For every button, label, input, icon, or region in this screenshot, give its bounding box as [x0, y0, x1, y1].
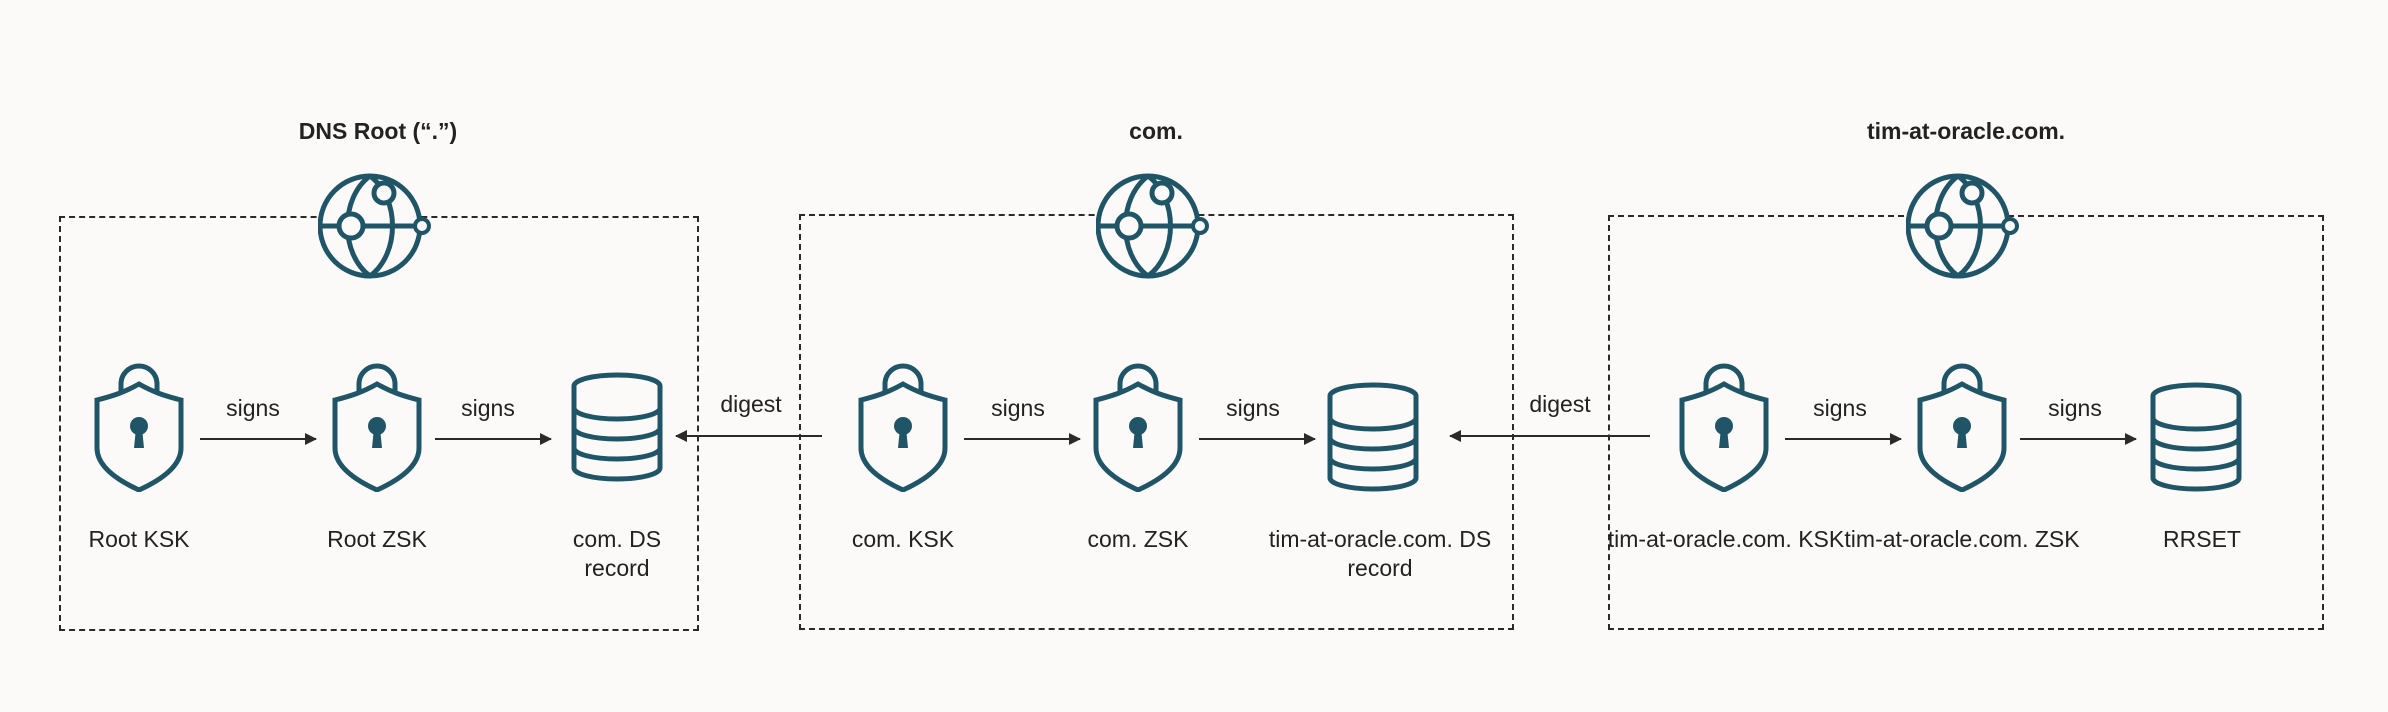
node-label-com-ds-record: com. DS record [572, 526, 662, 581]
globe-network-icon [318, 173, 431, 279]
node-label-rrset: RRSET [2163, 526, 2241, 552]
lock-icon [1093, 363, 1183, 492]
zone-title-tim: tim-at-oracle.com. [1866, 118, 2066, 144]
edge-label-digest: digest [720, 391, 782, 417]
edge-label-signs: signs [2048, 395, 2102, 421]
edge-label-signs: signs [461, 395, 515, 421]
zone-title-root: DNS Root (“.”) [298, 118, 458, 144]
database-icon [571, 372, 663, 482]
edge-label-signs: signs [991, 395, 1045, 421]
lock-icon [332, 363, 422, 492]
node-label-tim-zsk: tim-at-oracle.com. ZSK [1844, 526, 2080, 552]
globe-network-icon [1096, 173, 1209, 279]
node-label-tim-ksk: tim-at-oracle.com. KSK [1607, 526, 1845, 552]
node-label-root-zsk: Root ZSK [327, 526, 427, 552]
lock-icon [1679, 363, 1769, 492]
zone-title-com: com. [1129, 118, 1183, 144]
lock-icon [858, 363, 948, 492]
node-label-com-ksk: com. KSK [851, 526, 955, 552]
edge-label-digest: digest [1529, 391, 1591, 417]
lock-icon [1917, 363, 2007, 492]
database-icon [1327, 382, 1419, 492]
edge-label-signs: signs [226, 395, 280, 421]
node-label-root-ksk: Root KSK [88, 526, 190, 552]
edge-label-signs: signs [1226, 395, 1280, 421]
node-label-tim-ds-record: tim-at-oracle.com. DS record [1268, 526, 1492, 581]
lock-icon [94, 363, 184, 492]
database-icon [2150, 382, 2242, 492]
node-label-com-zsk: com. ZSK [1087, 526, 1189, 552]
globe-network-icon [1906, 173, 2019, 279]
edge-label-signs: signs [1813, 395, 1867, 421]
